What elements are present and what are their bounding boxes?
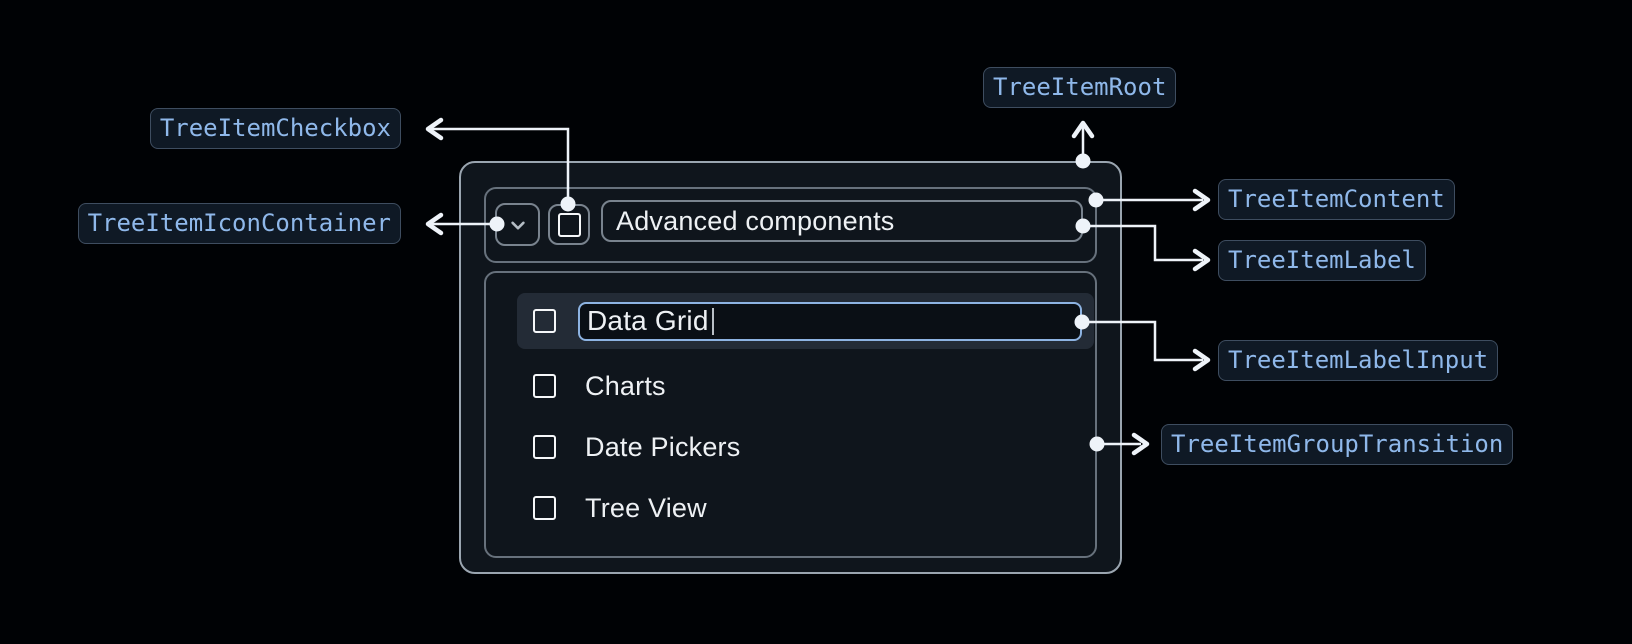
tree-item-root: Advanced components Data Grid Charts Dat… [459,161,1122,574]
badge-tree-item-root: TreeItemRoot [983,67,1177,108]
checkbox-unchecked-icon [557,212,581,237]
checkbox-unchecked-icon[interactable] [533,435,556,459]
tree-item-label-text: Tree View [585,492,707,523]
badge-tree-item-checkbox: TreeItemCheckbox [149,108,401,149]
checkbox-unchecked-icon[interactable] [533,374,556,398]
tree-item-label-input[interactable]: Data Grid [578,301,1082,341]
badge-tree-item-label: TreeItemLabel [1218,240,1426,281]
badge-tree-item-group-transition: TreeItemGroupTransition [1161,424,1514,465]
tree-item-icon-container[interactable] [495,203,540,246]
tree-item-row[interactable]: Charts [533,370,666,401]
tree-item-label[interactable]: Advanced components [601,200,1083,242]
text-cursor [711,307,714,335]
badge-tree-item-content: TreeItemContent [1218,179,1455,220]
tree-item-row-editing[interactable]: Data Grid [517,293,1094,349]
tree-item-row[interactable]: Tree View [533,492,707,523]
tree-item-checkbox[interactable] [548,204,590,245]
tree-item-label-text: Charts [585,370,666,401]
tree-item-label-text: Advanced components [616,205,895,236]
chevron-down-icon [510,221,525,230]
checkbox-unchecked-icon[interactable] [533,309,556,333]
badge-tree-item-label-input: TreeItemLabelInput [1218,340,1499,381]
checkbox-unchecked-icon[interactable] [533,496,556,520]
tree-item-group-transition: Data Grid Charts Date Pickers Tree View [484,271,1097,558]
label-input-value: Data Grid [587,305,709,336]
tree-item-content[interactable]: Advanced components [484,187,1097,263]
badge-tree-item-icon-container: TreeItemIconContainer [77,203,401,244]
tree-item-row[interactable]: Date Pickers [533,431,741,462]
tree-item-label-text: Date Pickers [585,431,741,462]
